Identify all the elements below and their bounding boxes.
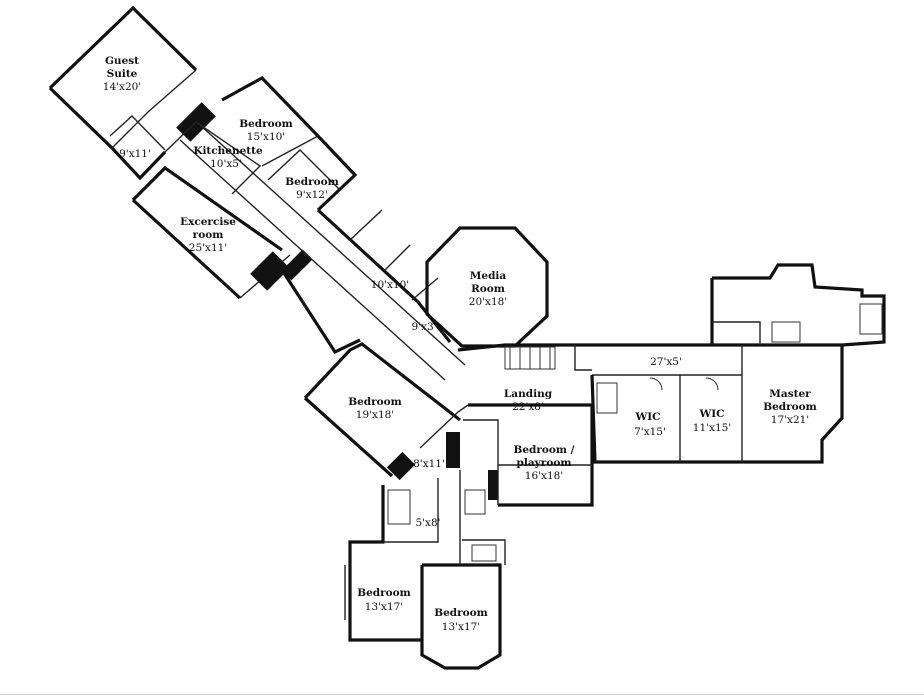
label-wic-2-dims: 11'x15' xyxy=(693,422,731,434)
label-master-bedroom-name-l2: Bedroom xyxy=(763,401,817,413)
label-media-room-dims: 20'x18' xyxy=(469,296,507,308)
label-closet-b-dims: 9'x3' xyxy=(411,321,436,333)
label-media-room-name-l1: Media xyxy=(470,270,507,282)
label-master-bedroom-name-l1: Master xyxy=(769,388,811,400)
label-bath-guest-dims: 9'x11' xyxy=(119,148,151,160)
label-bath-c-dims: 8'x11' xyxy=(413,458,445,470)
landing-walls xyxy=(457,343,842,376)
label-bedroom-b-dims: 9'x12' xyxy=(296,189,328,201)
label-exercise-dims: 25'x11' xyxy=(189,242,227,254)
label-bedroom-playroom-dims: 16'x18' xyxy=(525,470,563,482)
label-bedroom-playroom-name-l1: Bedroom / xyxy=(513,444,574,456)
label-wic-2-name: WIC xyxy=(698,408,724,420)
label-bedroom-c-name: Bedroom xyxy=(348,396,402,408)
south-central-walls xyxy=(303,342,594,507)
label-bedroom-e-name: Bedroom xyxy=(434,607,488,619)
label-guest-suite-name-l2: Suite xyxy=(107,68,138,80)
label-closet-a-dims: 10'x10' xyxy=(371,279,409,291)
label-kitchenette-dims: 10'x5' xyxy=(210,158,242,170)
label-bedroom-e-dims: 13'x17' xyxy=(442,621,480,633)
label-hall-dims: 27'x5' xyxy=(650,356,682,368)
label-bedroom-d-dims: 13'x17' xyxy=(365,601,403,613)
label-bedroom-playroom-name-l2: playroom xyxy=(517,457,572,469)
label-landing-dims: 22'x8' xyxy=(512,401,544,413)
label-kitchenette-name: Kitchenette xyxy=(193,145,263,157)
label-media-room-name-l2: Room xyxy=(471,283,505,295)
label-bedroom-c-dims: 19'x18' xyxy=(356,409,394,421)
master-suite-walls xyxy=(590,263,886,464)
northwest-wing-walls xyxy=(48,5,466,381)
south-bedrooms-walls xyxy=(344,470,506,670)
label-bedroom-a-dims: 15'x10' xyxy=(247,131,285,143)
label-exercise-name-l2: room xyxy=(193,229,224,241)
label-guest-suite-name-l1: Guest xyxy=(105,55,139,67)
label-landing-name: Landing xyxy=(504,388,553,400)
label-bath-d-dims: 5'x8' xyxy=(415,517,440,529)
label-bedroom-a-name: Bedroom xyxy=(239,118,293,130)
label-wic-1-dims: 7'x15' xyxy=(634,426,666,438)
label-wic-1-name: WIC xyxy=(634,411,660,423)
label-bedroom-b-name: Bedroom xyxy=(285,176,339,188)
bottom-rule xyxy=(0,694,924,695)
label-bedroom-d-name: Bedroom xyxy=(357,587,411,599)
label-master-bedroom-dims: 17'x21' xyxy=(771,414,809,426)
label-guest-suite-dims: 14'x20' xyxy=(103,81,141,93)
label-exercise-name-l1: Excercise xyxy=(180,216,236,228)
